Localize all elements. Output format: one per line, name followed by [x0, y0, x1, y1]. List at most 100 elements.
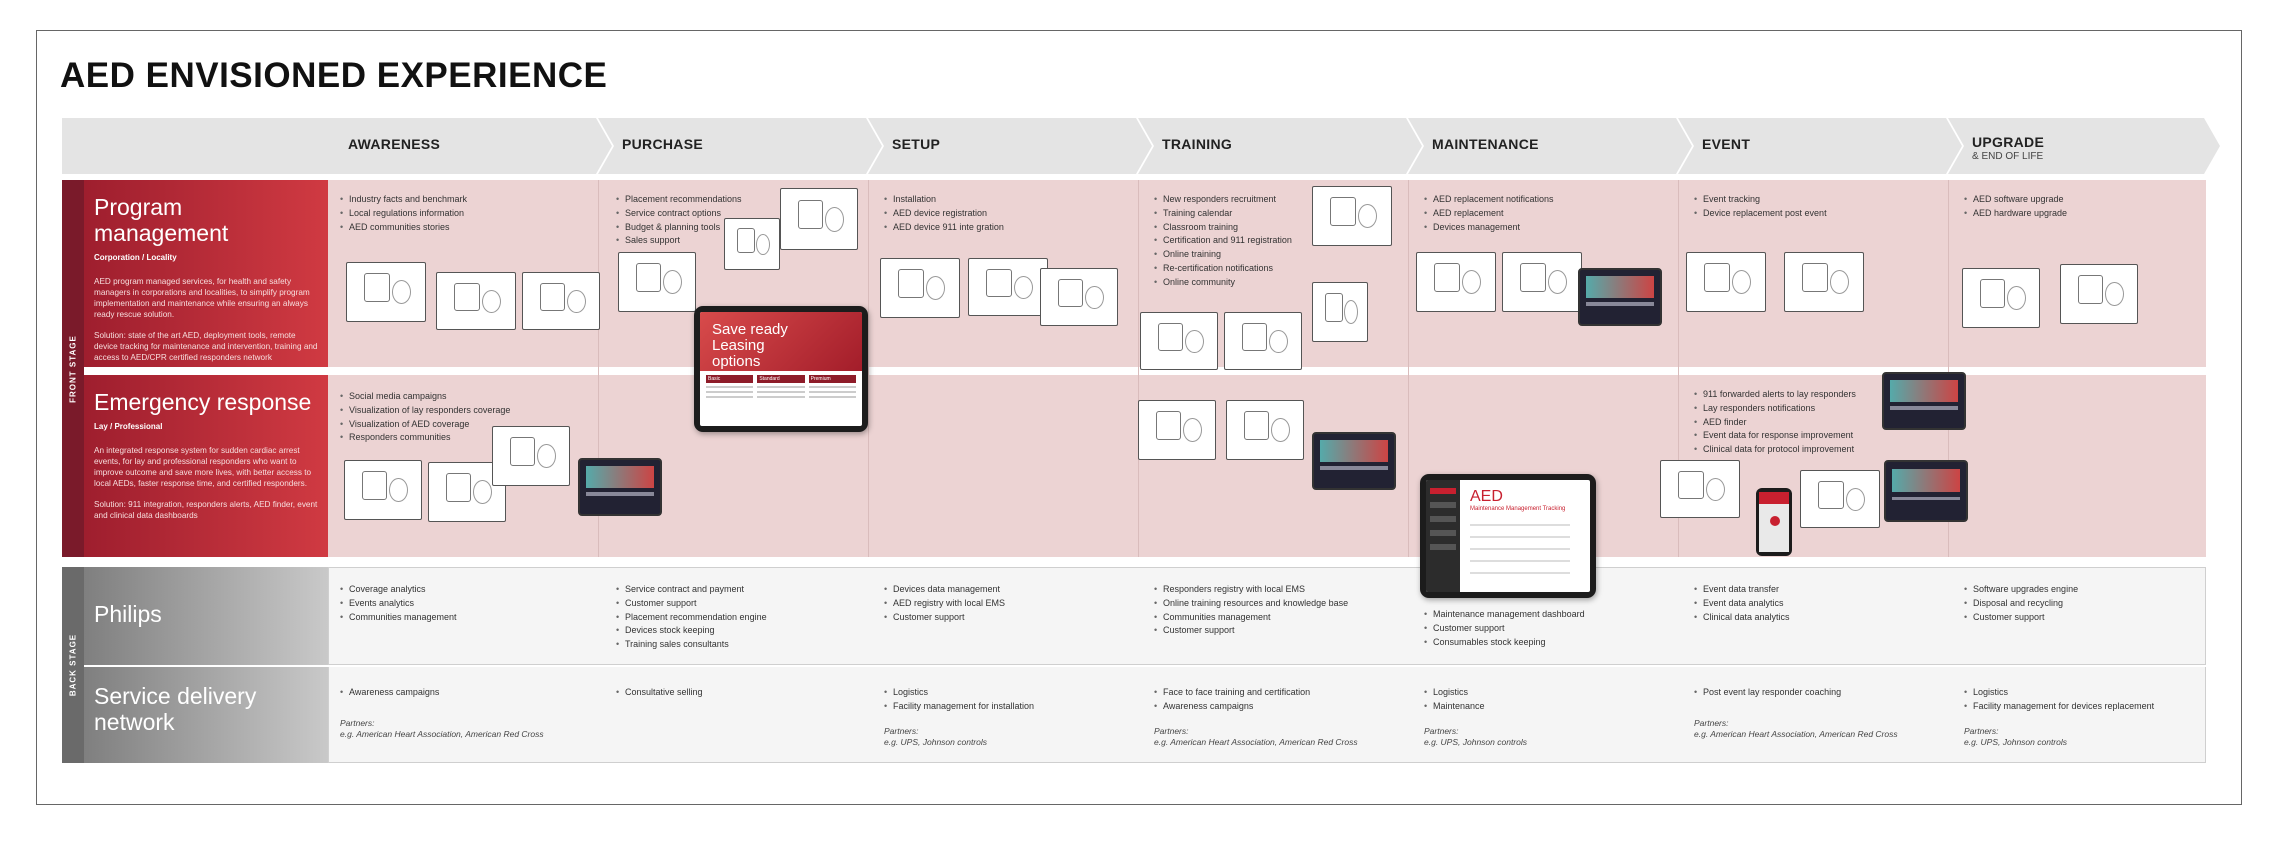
sketch-illustration [1040, 268, 1118, 326]
tablet-screen: Save ready Leasing options Basic Standar… [700, 312, 862, 426]
row-title: Program management [94, 194, 229, 246]
tablet-columns: Basic Standard Premium [700, 371, 862, 402]
phone-mockup [1756, 488, 1792, 556]
sketch-illustration [522, 272, 600, 330]
partners-label: Partners: [1424, 725, 1459, 736]
cell-program-upgrade: AED software upgrade AED hardware upgrad… [1964, 193, 2067, 221]
phase-label: PURCHASE [622, 136, 703, 152]
row-header-philips: Philips [84, 567, 328, 665]
bullet: Customer support [1424, 622, 1585, 636]
tablet-column-header: Standard [757, 375, 805, 384]
laptop-screen-mockup [1884, 460, 1968, 522]
bullet: Lay responders notifications [1694, 402, 1856, 416]
phase-arrow-maintenance [1408, 118, 1692, 174]
laptop-screen-mockup [1312, 432, 1396, 490]
bullet: Awareness campaigns [1154, 700, 1358, 714]
sketch-illustration [1312, 282, 1368, 342]
phase-arrow-setup [868, 118, 1152, 174]
bullet: Consumables stock keeping [1424, 636, 1585, 650]
bullet: AED replacement [1424, 207, 1554, 221]
front-stage-bar: FRONT STAGE [62, 180, 84, 557]
sketch-illustration [1660, 460, 1740, 518]
cell-philips-upgrade: Software upgrades engine Disposal and re… [1964, 583, 2078, 624]
sketch-illustration [436, 272, 516, 330]
bullet: Disposal and recycling [1964, 597, 2078, 611]
row-title: Philips [94, 601, 162, 627]
cell-program-purchase: Placement recommendations Service contra… [616, 193, 742, 248]
bullet: AED device registration [884, 207, 1004, 221]
phase-label: EVENT [1702, 136, 1751, 152]
cell-philips-setup: Devices data management AED registry wit… [884, 583, 1005, 624]
phase-bar: AWARENESS PURCHASE SETUP TRAINING MAINTE… [62, 118, 2220, 174]
bullet: Service contract options [616, 207, 742, 221]
sketch-illustration [1312, 186, 1392, 246]
bullet: Devices management [1424, 221, 1554, 235]
phone-screen [1759, 492, 1789, 552]
column-divider [598, 180, 599, 557]
sketch-illustration [2060, 264, 2138, 324]
laptop-screen-mockup [1882, 372, 1966, 430]
phase-arrow-awareness [62, 118, 612, 174]
partners-text: e.g. UPS, Johnson controls [884, 736, 988, 747]
bullet: Budget & planning tools [616, 221, 742, 235]
sketch-illustration [1140, 312, 1218, 370]
partners-note: Partners: e.g. American Heart Associatio… [340, 718, 544, 740]
bullet: Clinical data for protocol improvement [1694, 443, 1856, 457]
tablet-column: Standard [757, 375, 805, 399]
partners-note: Partners: e.g. American Heart Associatio… [1694, 718, 1898, 740]
cell-program-training: New responders recruitment Training cale… [1154, 193, 1292, 290]
cell-emergency-awareness: Social media campaigns Visualization of … [340, 390, 510, 445]
bullet: Online community [1154, 276, 1292, 290]
tablet-title: Save ready Leasing options [712, 321, 788, 370]
bullet: AED device 911 inte gration [884, 221, 1004, 235]
row-header-emergency-response: Emergency response Lay / Professional An… [84, 375, 328, 557]
column-divider [868, 180, 869, 557]
partners-text: e.g. American Heart Association, America… [1154, 736, 1358, 747]
bullet: Logistics [884, 686, 1034, 700]
bullet: Coverage analytics [340, 583, 457, 597]
row-description: An integrated response system for sudden… [94, 446, 312, 488]
cell-service-purchase: Consultative selling [616, 686, 703, 700]
cell-service-training: Face to face training and certification … [1154, 686, 1358, 748]
bullet: Social media campaigns [340, 390, 510, 404]
tablet-header: Save ready Leasing options [700, 312, 862, 372]
bullet: Sales support [616, 234, 742, 248]
bullet: AED replacement notifications [1424, 193, 1554, 207]
phase-arrow-event [1678, 118, 1962, 174]
bullet: New responders recruitment [1154, 193, 1292, 207]
sketch-illustration [1138, 400, 1216, 460]
bullet: Placement recommendations [616, 193, 742, 207]
partners-label: Partners: [884, 725, 919, 736]
partners-note: Partners: e.g. UPS, Johnson controls [1964, 726, 2154, 748]
partners-label: Partners: [1964, 725, 1999, 736]
phase-arrow-upgrade [1948, 118, 2220, 174]
bullet: Classroom training [1154, 221, 1292, 235]
column-divider [1948, 180, 1949, 557]
tablet-mockup-maintenance: AED Maintenance Management Tracking [1420, 474, 1596, 598]
row-description: AED program managed services, for health… [94, 277, 310, 319]
tablet-column-header: Premium [808, 375, 856, 384]
tablet-subtitle: Maintenance Management Tracking [1470, 506, 1566, 512]
cell-service-awareness: Awareness campaigns Partners: e.g. Ameri… [340, 686, 544, 740]
partners-label: Partners: [1694, 717, 1729, 728]
bullet: Post event lay responder coaching [1694, 686, 1898, 700]
bullet: Online training resources and knowledge … [1154, 597, 1348, 611]
bullet: AED hardware upgrade [1964, 207, 2067, 221]
tablet-title: AED [1470, 488, 1503, 505]
bullet: Installation [884, 193, 1004, 207]
column-divider [1138, 180, 1139, 557]
bullet: Software upgrades engine [1964, 583, 2078, 597]
sketch-illustration [344, 460, 422, 520]
row-header-program-management: Program management Corporation / Localit… [84, 180, 328, 367]
row-title: Service delivery network [94, 683, 257, 735]
partners-note: Partners: e.g. UPS, Johnson controls [884, 726, 1034, 748]
back-stage-label: BACK STAGE [68, 633, 78, 697]
cell-philips-event: Event data transfer Event data analytics… [1694, 583, 1790, 624]
bullet: AED registry with local EMS [884, 597, 1005, 611]
bullet: Events analytics [340, 597, 457, 611]
tablet-screen: AED Maintenance Management Tracking [1426, 480, 1590, 592]
tablet-column: Basic [706, 375, 754, 399]
bullet: 911 forwarded alerts to lay responders [1694, 388, 1856, 402]
column-divider [1408, 180, 1409, 557]
sketch-illustration [1800, 470, 1880, 528]
